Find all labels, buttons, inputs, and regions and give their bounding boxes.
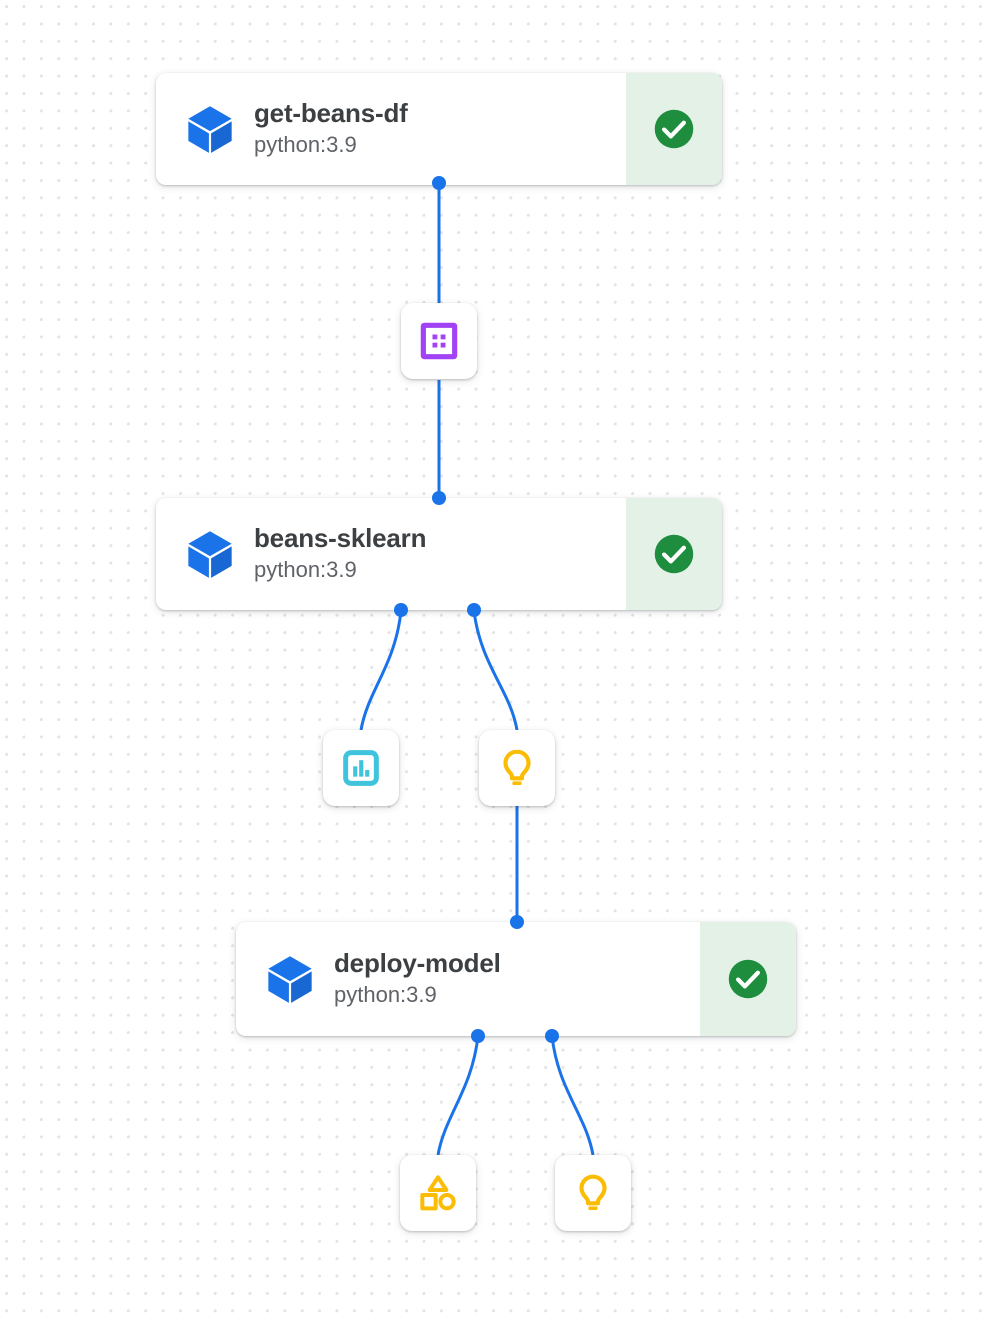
task-node-subtitle: python:3.9 (254, 557, 357, 583)
port-deploy-model-output-system-metric[interactable] (545, 1029, 559, 1043)
lightbulb-icon (503, 749, 531, 785)
task-node-text: beans-sklearn python:3.9 (254, 523, 426, 584)
task-node-text: get-beans-df python:3.9 (254, 98, 408, 159)
port-beans-sklearn-output-metrics[interactable] (394, 603, 408, 617)
task-node-body[interactable]: deploy-model python:3.9 (236, 922, 700, 1036)
edge-beans-sklearn-to-system-metric (472, 610, 519, 731)
edge-deploy-model-to-classification-metrics (436, 1035, 480, 1156)
task-node-beans-sklearn[interactable]: beans-sklearn python:3.9 (156, 498, 722, 610)
cube-icon (188, 531, 232, 578)
shapes-icon (420, 1175, 456, 1211)
bar-chart-icon (343, 750, 379, 786)
port-deploy-model-input[interactable] (510, 915, 524, 929)
check-circle-icon (728, 959, 768, 999)
port-beans-sklearn-input[interactable] (432, 491, 446, 505)
port-get-beans-df-output[interactable] (432, 176, 446, 190)
task-node-text: deploy-model python:3.9 (334, 948, 501, 1009)
port-deploy-model-output-classification[interactable] (471, 1029, 485, 1043)
task-node-title: deploy-model (334, 948, 501, 979)
port-beans-sklearn-output-system-metric[interactable] (467, 603, 481, 617)
artifact-node-system-metric-1[interactable] (479, 730, 555, 806)
task-node-get-beans-df[interactable]: get-beans-df python:3.9 (156, 73, 722, 185)
edge-beans-sklearn-to-metrics (359, 610, 403, 731)
check-circle-icon (654, 109, 694, 149)
dataset-icon (420, 322, 458, 360)
task-node-body[interactable]: get-beans-df python:3.9 (156, 73, 626, 185)
task-node-title: beans-sklearn (254, 523, 427, 554)
lightbulb-icon (579, 1174, 607, 1210)
status-panel[interactable] (700, 922, 796, 1036)
artifact-node-dataset[interactable] (401, 303, 477, 379)
artifact-node-metrics[interactable] (323, 730, 399, 806)
edge-deploy-model-to-system-metric-2 (550, 1035, 595, 1156)
task-node-deploy-model[interactable]: deploy-model python:3.9 (236, 922, 796, 1036)
task-node-subtitle: python:3.9 (334, 982, 437, 1008)
task-node-body[interactable]: beans-sklearn python:3.9 (156, 498, 626, 610)
artifact-node-classification-metrics[interactable] (400, 1155, 476, 1231)
task-node-subtitle: python:3.9 (254, 132, 357, 158)
cube-icon (188, 106, 232, 153)
artifact-node-system-metric-2[interactable] (555, 1155, 631, 1231)
check-circle-icon (654, 534, 694, 574)
task-node-title: get-beans-df (254, 98, 408, 129)
status-panel[interactable] (626, 498, 722, 610)
cube-icon (268, 956, 312, 1003)
status-panel[interactable] (626, 73, 722, 185)
